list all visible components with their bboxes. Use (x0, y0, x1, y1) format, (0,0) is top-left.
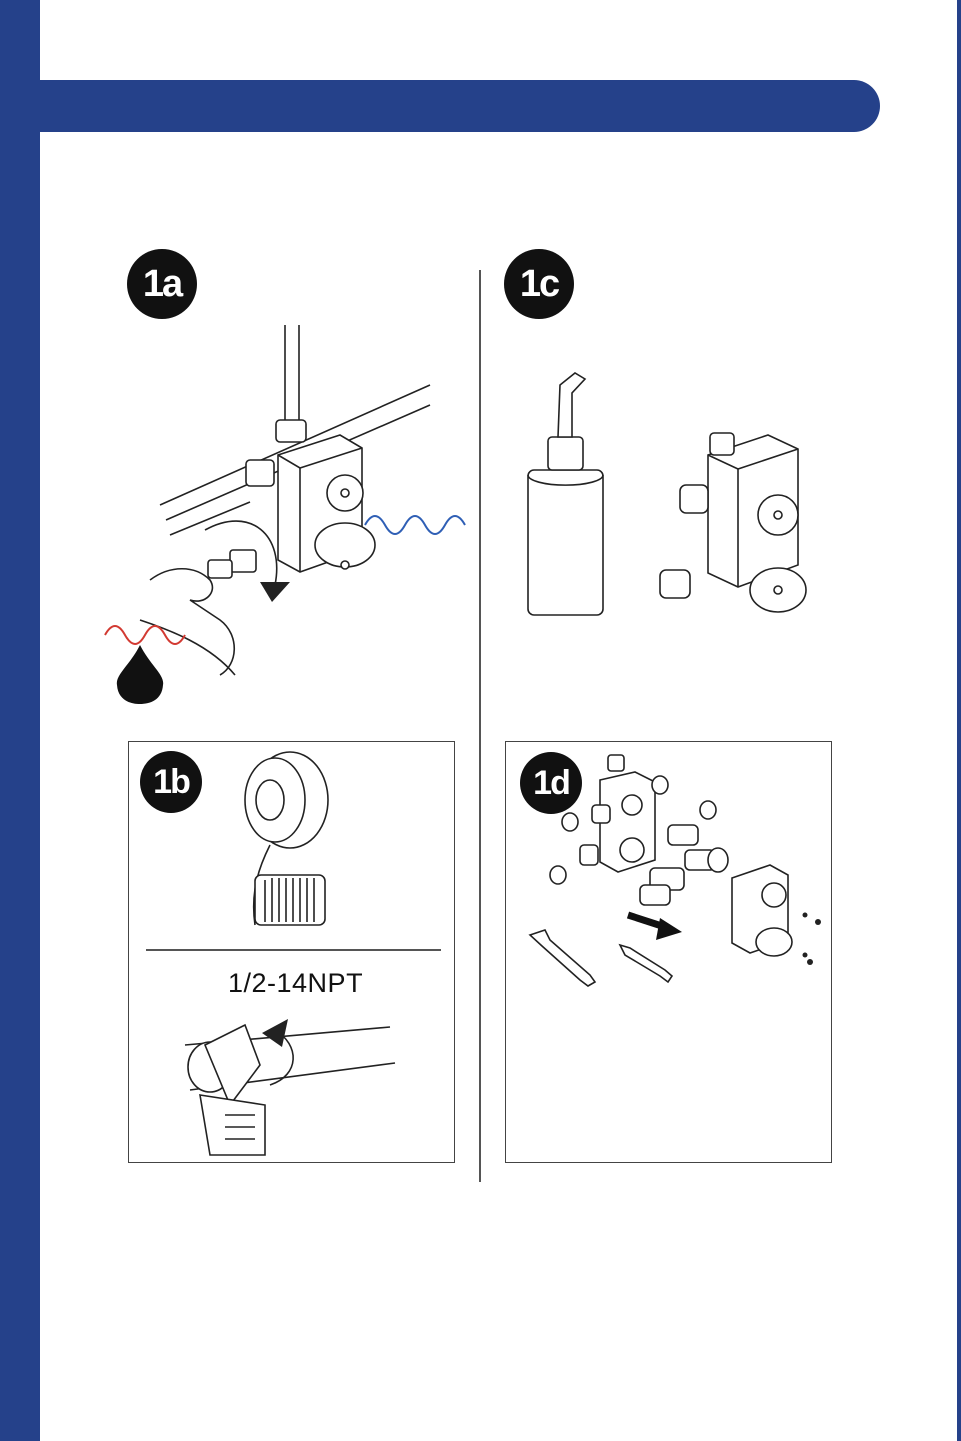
wrench-tightening-illustration (170, 1005, 410, 1160)
panel-divider (146, 949, 441, 951)
right-page-band (957, 0, 961, 1441)
valve-install-illustration (100, 320, 470, 710)
rotation-arrow-icon (260, 582, 290, 602)
left-page-band (0, 0, 40, 1441)
exploded-parts-illustration (520, 750, 830, 990)
section-header-banner (40, 80, 880, 132)
step-badge-1b: 1b (140, 751, 202, 813)
screwdriver-icon (620, 945, 672, 982)
thread-spec-label: 1/2-14NPT (228, 968, 363, 999)
cartridge-and-valve-illustration (520, 365, 840, 625)
column-divider (479, 270, 481, 1182)
step-badge-1c: 1c (504, 249, 574, 319)
ptfe-tape-illustration (230, 750, 370, 935)
step-badge-1a: 1a (127, 249, 197, 319)
wrench-icon (530, 930, 595, 986)
water-drop-icon (117, 645, 163, 704)
